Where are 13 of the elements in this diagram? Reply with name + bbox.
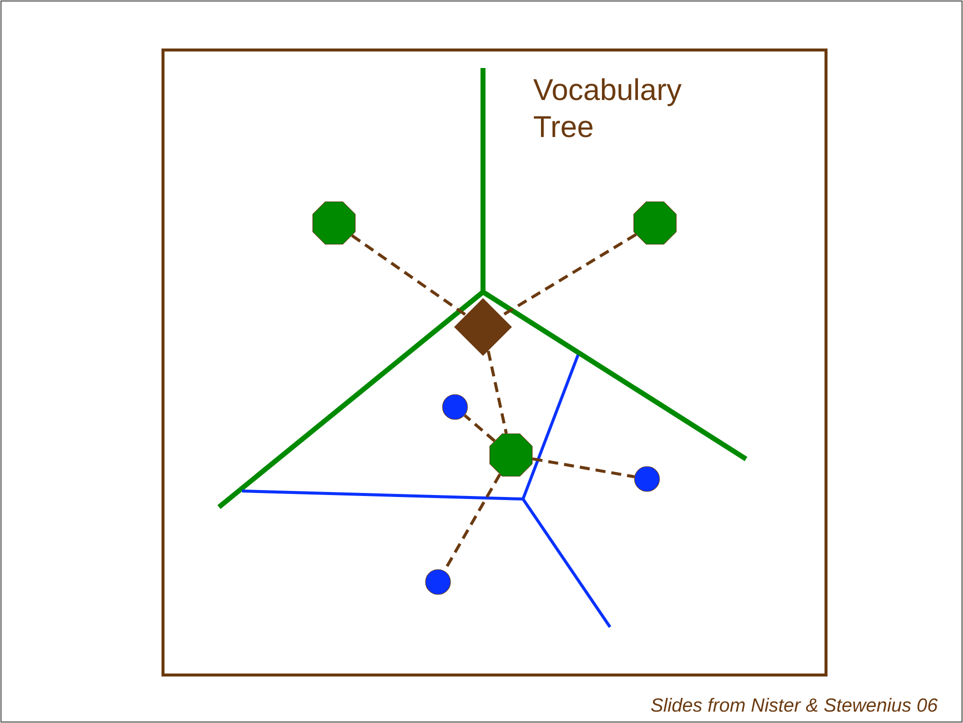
circle-marker (442, 394, 468, 420)
dashed-line (532, 457, 635, 478)
octagon-marker (633, 201, 677, 245)
dashed-line (351, 234, 467, 316)
circle-marker (425, 569, 451, 595)
caption: Slides from Nister & Stewenius 06 (651, 698, 938, 712)
dashed-line (464, 414, 496, 442)
diamond-marker (454, 298, 512, 356)
octagon-marker (489, 433, 533, 477)
heading: Vocabulary Tree (533, 78, 682, 138)
octagon-marker (312, 201, 356, 245)
dashed-line (486, 350, 508, 434)
circle-marker (634, 466, 660, 492)
